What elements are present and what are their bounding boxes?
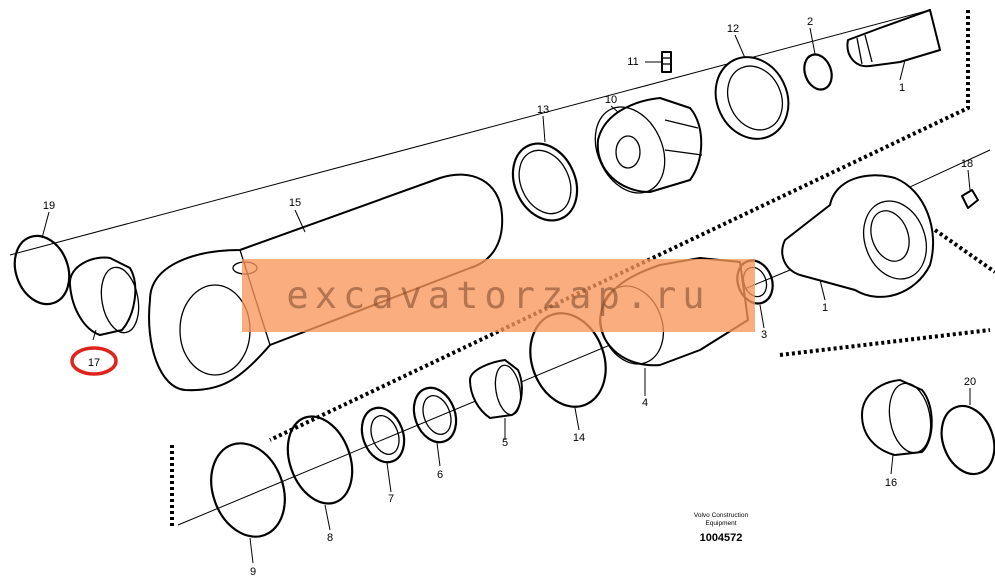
caption-company-line2: Equipment <box>705 520 736 527</box>
label-9: 9 <box>250 566 256 578</box>
label-2: 2 <box>807 16 813 28</box>
part-8-ring <box>286 415 354 505</box>
label-7: 7 <box>388 493 394 505</box>
part-5-bushing <box>469 359 523 419</box>
highlight-circle-17 <box>70 346 118 376</box>
label-8: 8 <box>327 532 333 544</box>
label-12: 12 <box>727 23 739 35</box>
label-1-upper: 1 <box>899 82 905 94</box>
caption-company-line1: Volvo Construction <box>694 512 749 519</box>
label-1-right: 1 <box>822 302 828 314</box>
watermark-band <box>242 259 755 332</box>
label-18: 18 <box>961 158 973 170</box>
axis-line-upper <box>9 9 931 256</box>
watermark-text: excavatorzap.ru <box>286 274 711 317</box>
part-13-guide-ring <box>511 142 579 222</box>
label-4: 4 <box>642 397 648 409</box>
label-10: 10 <box>605 94 617 106</box>
label-17: 17 <box>88 357 100 369</box>
label-19: 19 <box>43 200 55 212</box>
label-3: 3 <box>761 329 767 341</box>
leader-lines <box>41 27 971 564</box>
part-17-bushing <box>68 256 140 336</box>
frame-dashed-lower <box>779 328 991 357</box>
part-16-bushing <box>861 379 933 456</box>
part-10-piston <box>594 97 703 194</box>
part-9-ring <box>210 442 286 538</box>
part-12-piston-ring <box>714 56 790 140</box>
frame-dashed-right <box>933 228 995 274</box>
label-5: 5 <box>502 437 508 449</box>
label-11: 11 <box>627 56 638 68</box>
label-20: 20 <box>964 376 976 388</box>
label-13: 13 <box>537 104 549 116</box>
part-1-piston-rod-upper <box>846 9 941 68</box>
part-19-seal-ring <box>13 234 71 306</box>
label-6: 6 <box>437 469 443 481</box>
part-2-o-ring <box>803 53 833 91</box>
part-20-ring <box>940 404 995 476</box>
part-1-rod-eye <box>781 174 935 298</box>
label-16: 16 <box>885 477 897 489</box>
part-18-grease-nipple <box>961 189 979 209</box>
part-11-set-screw <box>661 51 672 73</box>
label-14: 14 <box>573 432 585 444</box>
label-15: 15 <box>289 197 301 209</box>
part-7-wiper <box>360 406 406 464</box>
part-6-seal <box>412 386 458 444</box>
caption-document-number: 1004572 <box>700 532 743 544</box>
